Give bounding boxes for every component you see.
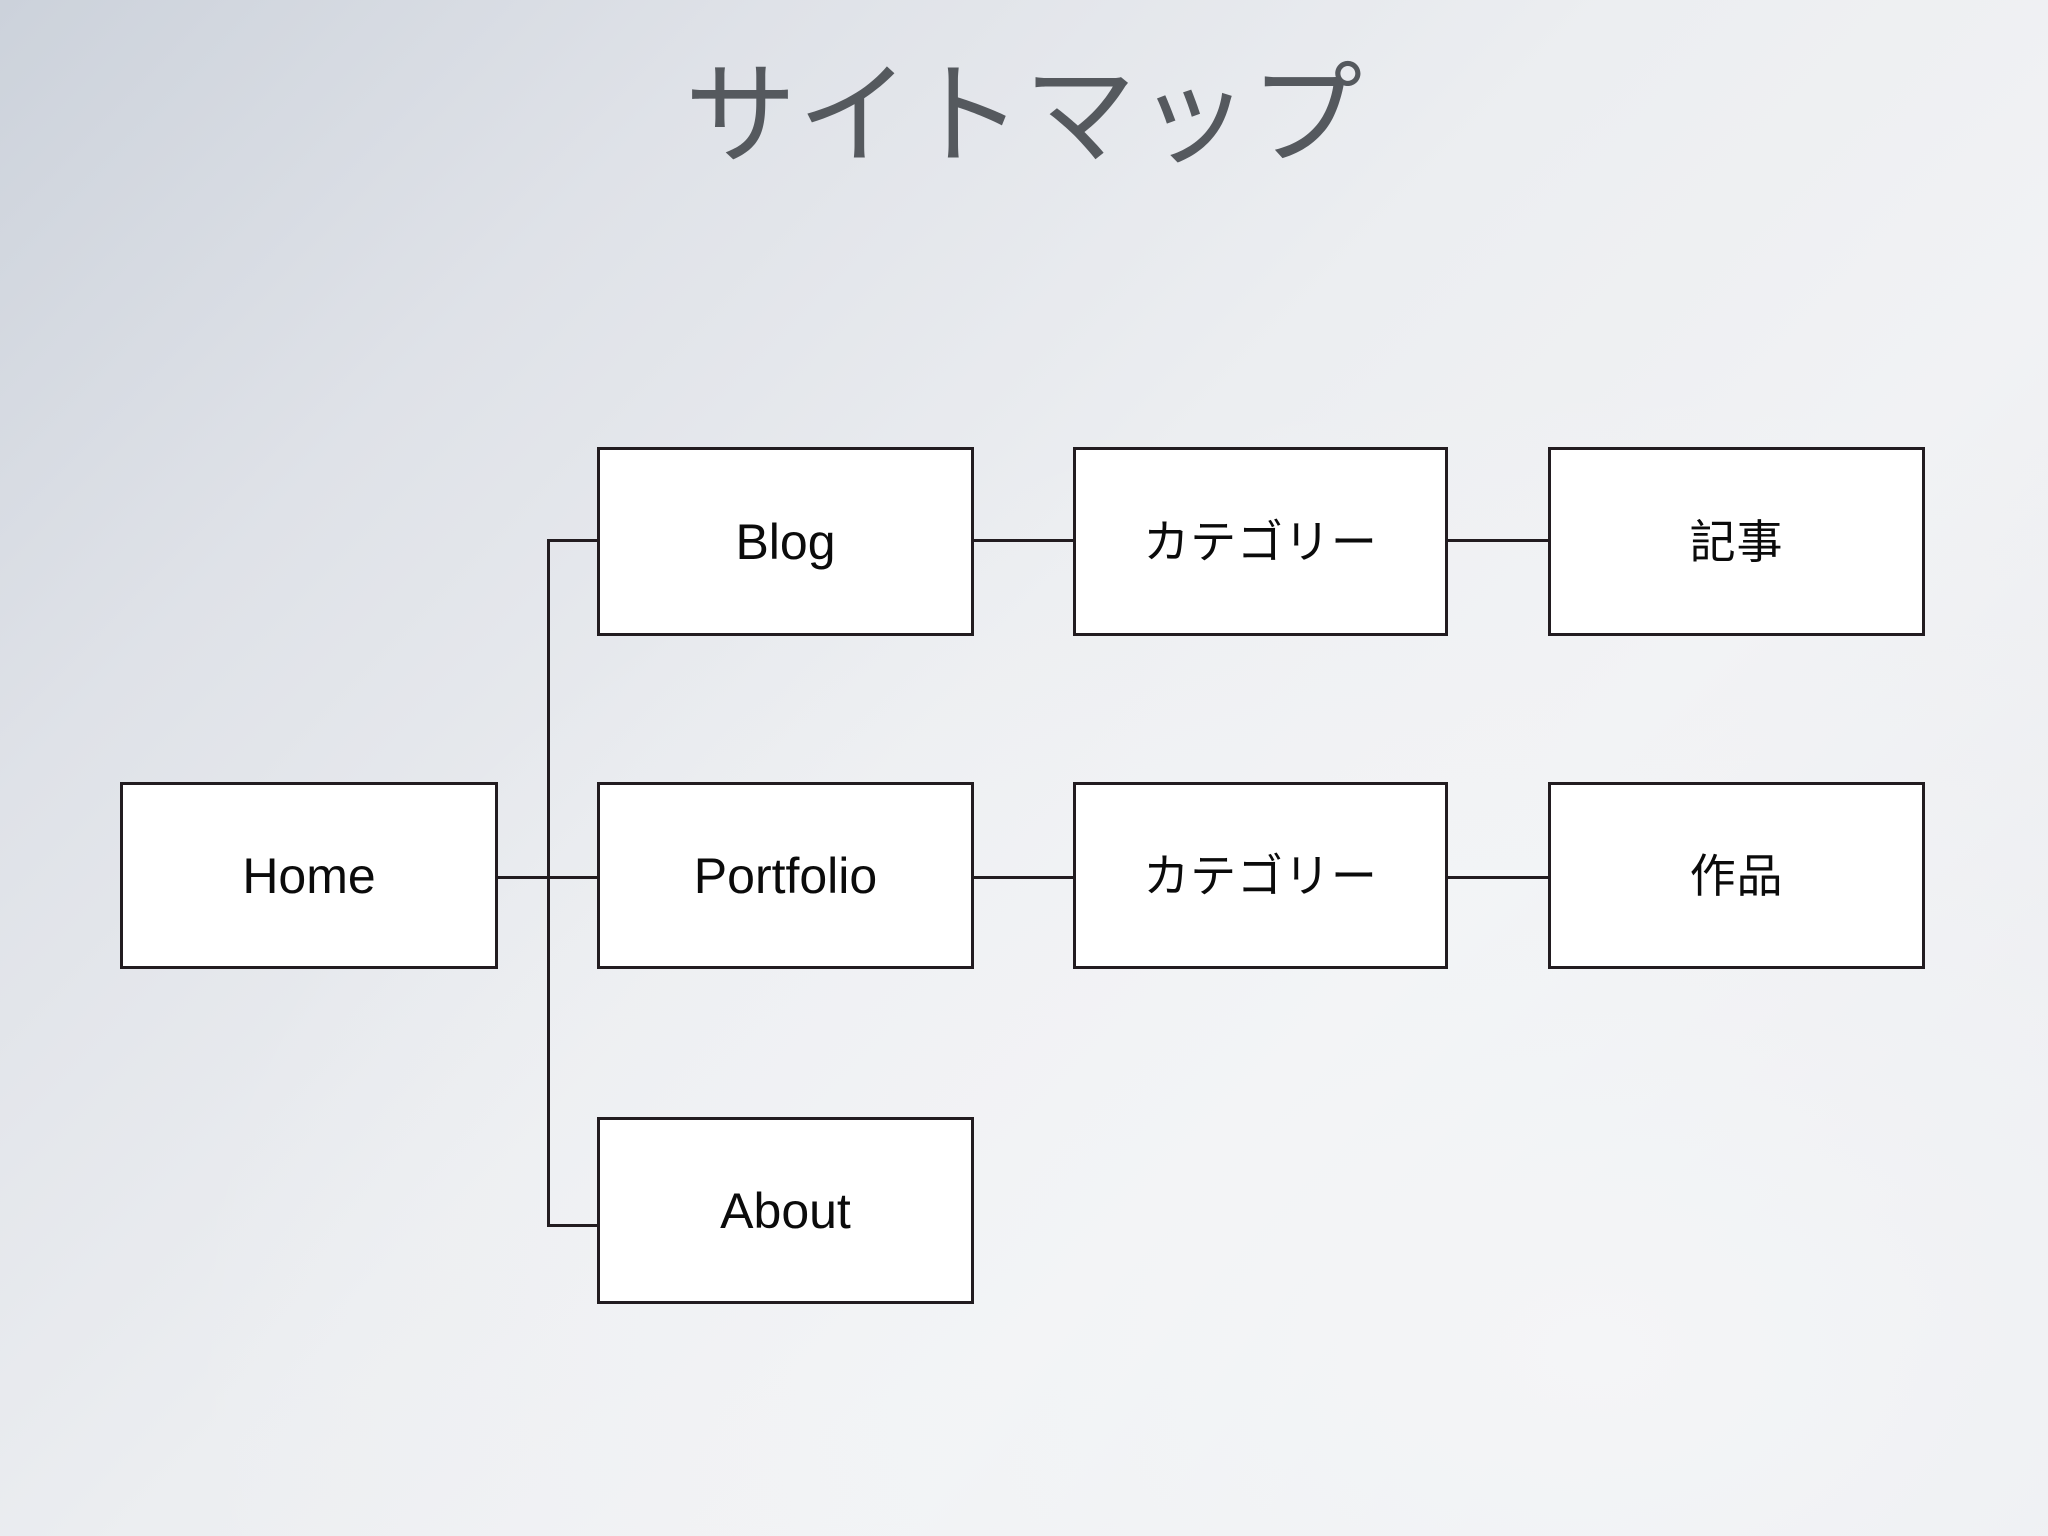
edge-trunk-to-about <box>547 1224 600 1227</box>
node-article-label: 記事 <box>1689 515 1784 568</box>
node-portfolio[interactable]: Portfolio <box>597 782 974 969</box>
node-works[interactable]: 作品 <box>1548 782 1925 969</box>
node-blog-category-label: カテゴリー <box>1143 515 1378 568</box>
edge-portfolio-to-category <box>971 876 1076 879</box>
edge-trunk-vertical <box>547 539 550 1227</box>
edge-category-to-article <box>1445 539 1551 542</box>
node-about-label: About <box>720 1182 851 1239</box>
node-portfolio-category[interactable]: カテゴリー <box>1073 782 1448 969</box>
edge-category-to-works <box>1445 876 1551 879</box>
edge-trunk-to-portfolio <box>547 876 600 879</box>
node-blog-category[interactable]: カテゴリー <box>1073 447 1448 636</box>
node-home-label: Home <box>242 847 376 904</box>
node-article[interactable]: 記事 <box>1548 447 1925 636</box>
page-title: サイトマップ <box>684 53 1364 178</box>
node-blog[interactable]: Blog <box>597 447 974 636</box>
node-works-label: 作品 <box>1689 849 1784 902</box>
edge-trunk-to-blog <box>547 539 600 542</box>
node-home[interactable]: Home <box>120 782 498 969</box>
edge-blog-to-category <box>971 539 1076 542</box>
node-about[interactable]: About <box>597 1117 974 1304</box>
node-portfolio-label: Portfolio <box>693 847 878 904</box>
node-portfolio-category-label: カテゴリー <box>1143 849 1378 902</box>
node-blog-label: Blog <box>735 513 836 570</box>
edge-home-to-trunk <box>498 876 550 879</box>
